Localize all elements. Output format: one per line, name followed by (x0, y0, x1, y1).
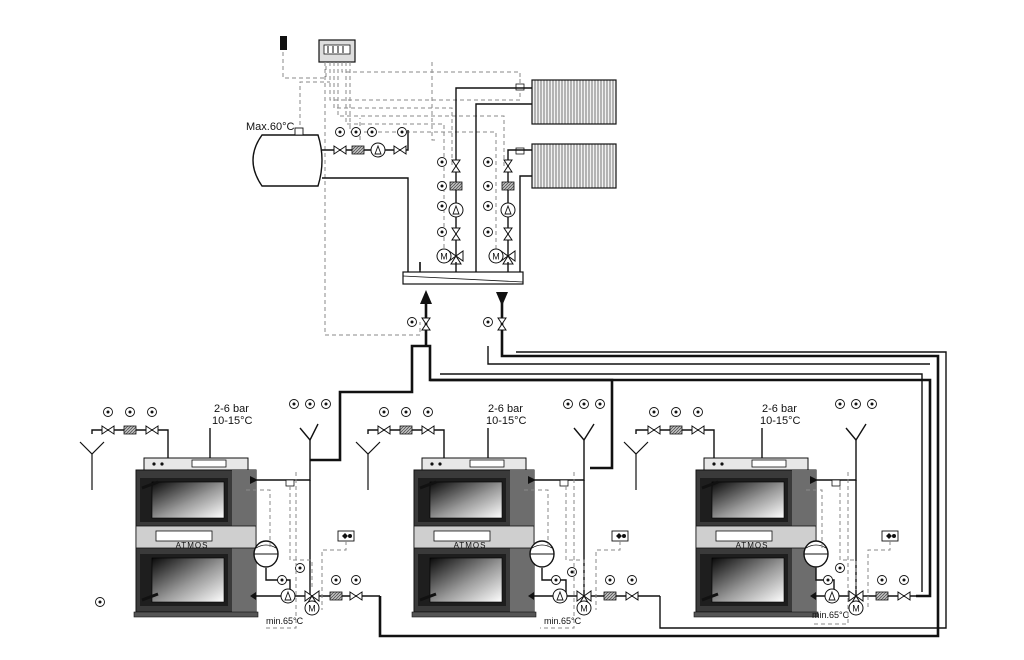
hot-water-tank: Max.60°C (246, 121, 323, 187)
boiler-unit-1: ATMOS 2-6 bar 10-15°C min.65°C (79, 399, 380, 629)
boiler-3-pressure: 2-6 bar (762, 403, 797, 415)
boiler-unit-2: ATMOS 2-6 bar 10-15°C min.65°C (355, 399, 660, 629)
tank-max-temp-label: Max.60°C (246, 121, 294, 133)
boiler-1-min-temp: min.65°C (266, 616, 304, 626)
distribution-pipes (310, 344, 947, 638)
controller (318, 39, 356, 63)
boiler-unit-3: ATMOS 2-6 bar 10-15°C min.65°C (623, 399, 916, 625)
boiler-3-min-temp: min.65°C (812, 610, 850, 620)
top-section: Max.60°C (246, 36, 617, 346)
boiler-2-temp: 10-15°C (486, 415, 527, 427)
boiler-3-brand: ATMOS (736, 541, 769, 550)
boiler-1-pressure: 2-6 bar (214, 403, 249, 415)
boiler-2-brand: ATMOS (454, 541, 487, 550)
radiator-lower (531, 143, 617, 189)
boiler-3-temp: 10-15°C (760, 415, 801, 427)
radiator-upper (531, 79, 617, 125)
room-sensor (280, 36, 287, 50)
boiler-1-brand: ATMOS (176, 541, 209, 550)
boiler-2-min-temp: min.65°C (544, 616, 582, 626)
boiler-2-pressure: 2-6 bar (488, 403, 523, 415)
boiler-1-temp: 10-15°C (212, 415, 253, 427)
manifold (402, 271, 524, 285)
